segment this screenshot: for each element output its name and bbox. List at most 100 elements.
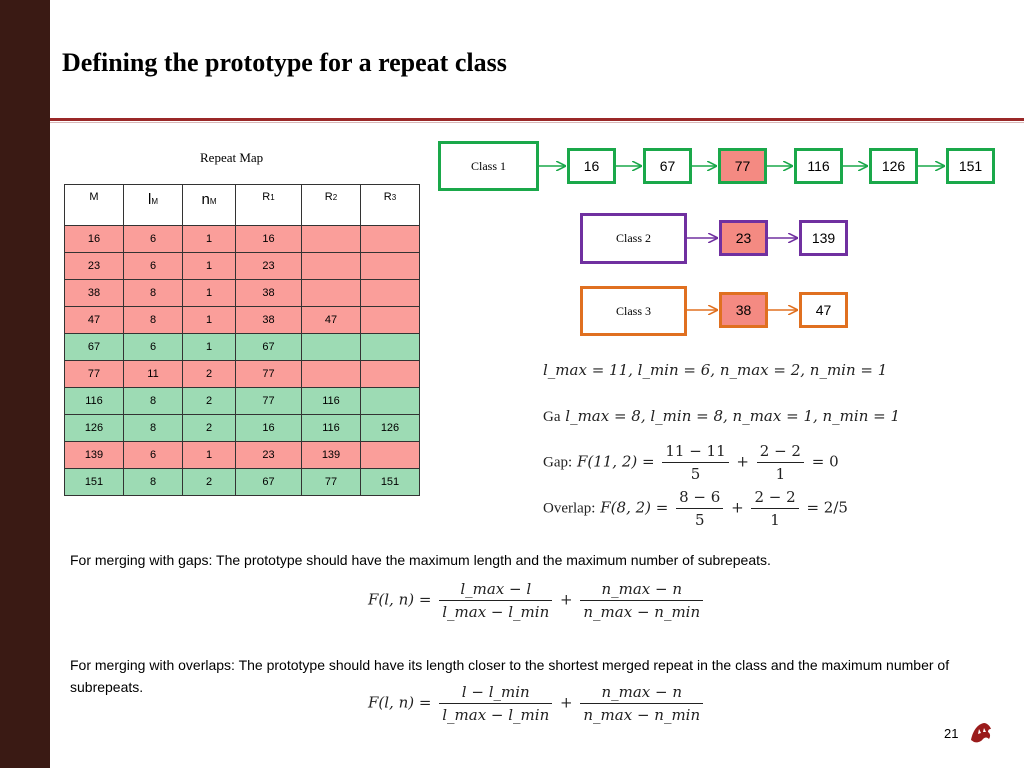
table-cell: 139 — [301, 441, 361, 469]
table-cell: 6 — [123, 333, 183, 361]
eq-class3-params: Ga l_max = 8, l_min = 8, n_max = 1, n_mi… — [543, 407, 900, 426]
fo-frac-1-den: l_max − l_min — [442, 706, 550, 724]
gap-frac-1-num: 11 − 11 — [662, 442, 729, 463]
table-cell: 2 — [182, 387, 236, 415]
table-header-row: M lM nM R1 R2 R3 — [64, 184, 420, 226]
class-1-member: 126 — [869, 148, 918, 184]
table-cell: 38 — [235, 279, 302, 307]
header-l-sub: M — [151, 197, 158, 206]
header-r3: R3 — [360, 184, 420, 226]
table-cell: 16 — [235, 225, 302, 253]
header-r1-text: R — [262, 191, 271, 203]
class-2-label: Class 2 — [615, 231, 651, 245]
table-cell — [301, 360, 361, 388]
table-cell: 16 — [64, 225, 124, 253]
table-cell: 6 — [123, 252, 183, 280]
table-cell: 116 — [301, 387, 361, 415]
table-cell — [301, 225, 361, 253]
class-1-member: 67 — [643, 148, 692, 184]
header-n-text: n — [201, 191, 210, 208]
class-3-box: Class 3 — [580, 286, 687, 336]
table-cell: 67 — [235, 333, 302, 361]
table-cell — [360, 306, 420, 334]
overlap-label: Overlap: — [543, 500, 596, 517]
table-cell: 2 — [182, 414, 236, 442]
title-rule — [50, 118, 1024, 121]
table-cell: 1 — [182, 441, 236, 469]
table-cell: 8 — [123, 306, 183, 334]
table-cell: 8 — [123, 414, 183, 442]
header-r3-text: R — [383, 191, 392, 203]
class-1-member: 16 — [567, 148, 616, 184]
table-cell: 38 — [64, 279, 124, 307]
ov-frac-2-num: 2 − 2 — [751, 488, 799, 509]
table-cell: 1 — [182, 225, 236, 253]
table-cell: 67 — [235, 468, 302, 496]
ov-frac-1-num: 8 − 6 — [676, 488, 724, 509]
table-cell — [360, 225, 420, 253]
table-cell — [360, 387, 420, 415]
gap-result: = 0 — [811, 452, 839, 471]
ov-frac-1-den: 5 — [694, 511, 705, 529]
class-2-member: 139 — [799, 220, 848, 256]
header-n: nM — [182, 184, 236, 226]
repeat-map-caption: Repeat Map — [200, 150, 264, 165]
gap-frac-2-num: 2 − 2 — [756, 442, 804, 463]
header-r1-sub: 1 — [270, 193, 275, 202]
table-cell — [360, 441, 420, 469]
table-cell: 23 — [235, 252, 302, 280]
ov-frac-2-den: 1 — [770, 511, 780, 529]
header-r3-sub: 3 — [391, 193, 397, 202]
table-cell: 47 — [64, 306, 124, 334]
overlap-lhs: F(8, 2) = — [600, 498, 669, 517]
table-cell: 1 — [182, 252, 236, 280]
class-3-label: Class 3 — [615, 304, 651, 318]
class-1-member: 77 — [718, 148, 767, 184]
eq1-text: l_max = 11, l_min = 6, n_max = 2, n_min … — [543, 361, 888, 379]
table-cell — [301, 279, 361, 307]
table-cell — [360, 333, 420, 361]
eq2-text: l_max = 8, l_min = 8, n_max = 1, n_min =… — [565, 407, 901, 425]
fo-frac-1-num: l − l_min — [439, 683, 553, 704]
table-cell: 151 — [360, 468, 420, 496]
gaps-paragraph: For merging with gaps: The prototype sho… — [70, 552, 771, 568]
page-number: 21 — [944, 726, 959, 741]
table-cell: 1 — [182, 306, 236, 334]
table-cell — [360, 360, 420, 388]
table-cell: 11 — [123, 360, 183, 388]
fo-frac-1: l − l_min l_max − l_min — [439, 683, 553, 724]
table-cell: 16 — [235, 414, 302, 442]
table-cell: 77 — [235, 387, 302, 415]
table-cell: 47 — [301, 306, 361, 334]
table-cell: 77 — [64, 360, 124, 388]
header-r2-text: R — [324, 191, 333, 203]
fg-frac-2-den: n_max − n_min — [583, 603, 701, 621]
ov-result: = 2/5 — [806, 498, 848, 517]
class-1-member: 116 — [794, 148, 843, 184]
header-m: M — [64, 184, 124, 226]
table-cell: 2 — [182, 360, 236, 388]
header-r1: R1 — [235, 184, 302, 226]
table-cell: 67 — [64, 333, 124, 361]
table-cell — [360, 279, 420, 307]
fg-plus: + — [560, 590, 573, 609]
table-cell: 2 — [182, 468, 236, 496]
fg-frac-1-num: l_max − l — [439, 580, 553, 601]
gap-lhs: F(11, 2) = — [576, 452, 655, 471]
